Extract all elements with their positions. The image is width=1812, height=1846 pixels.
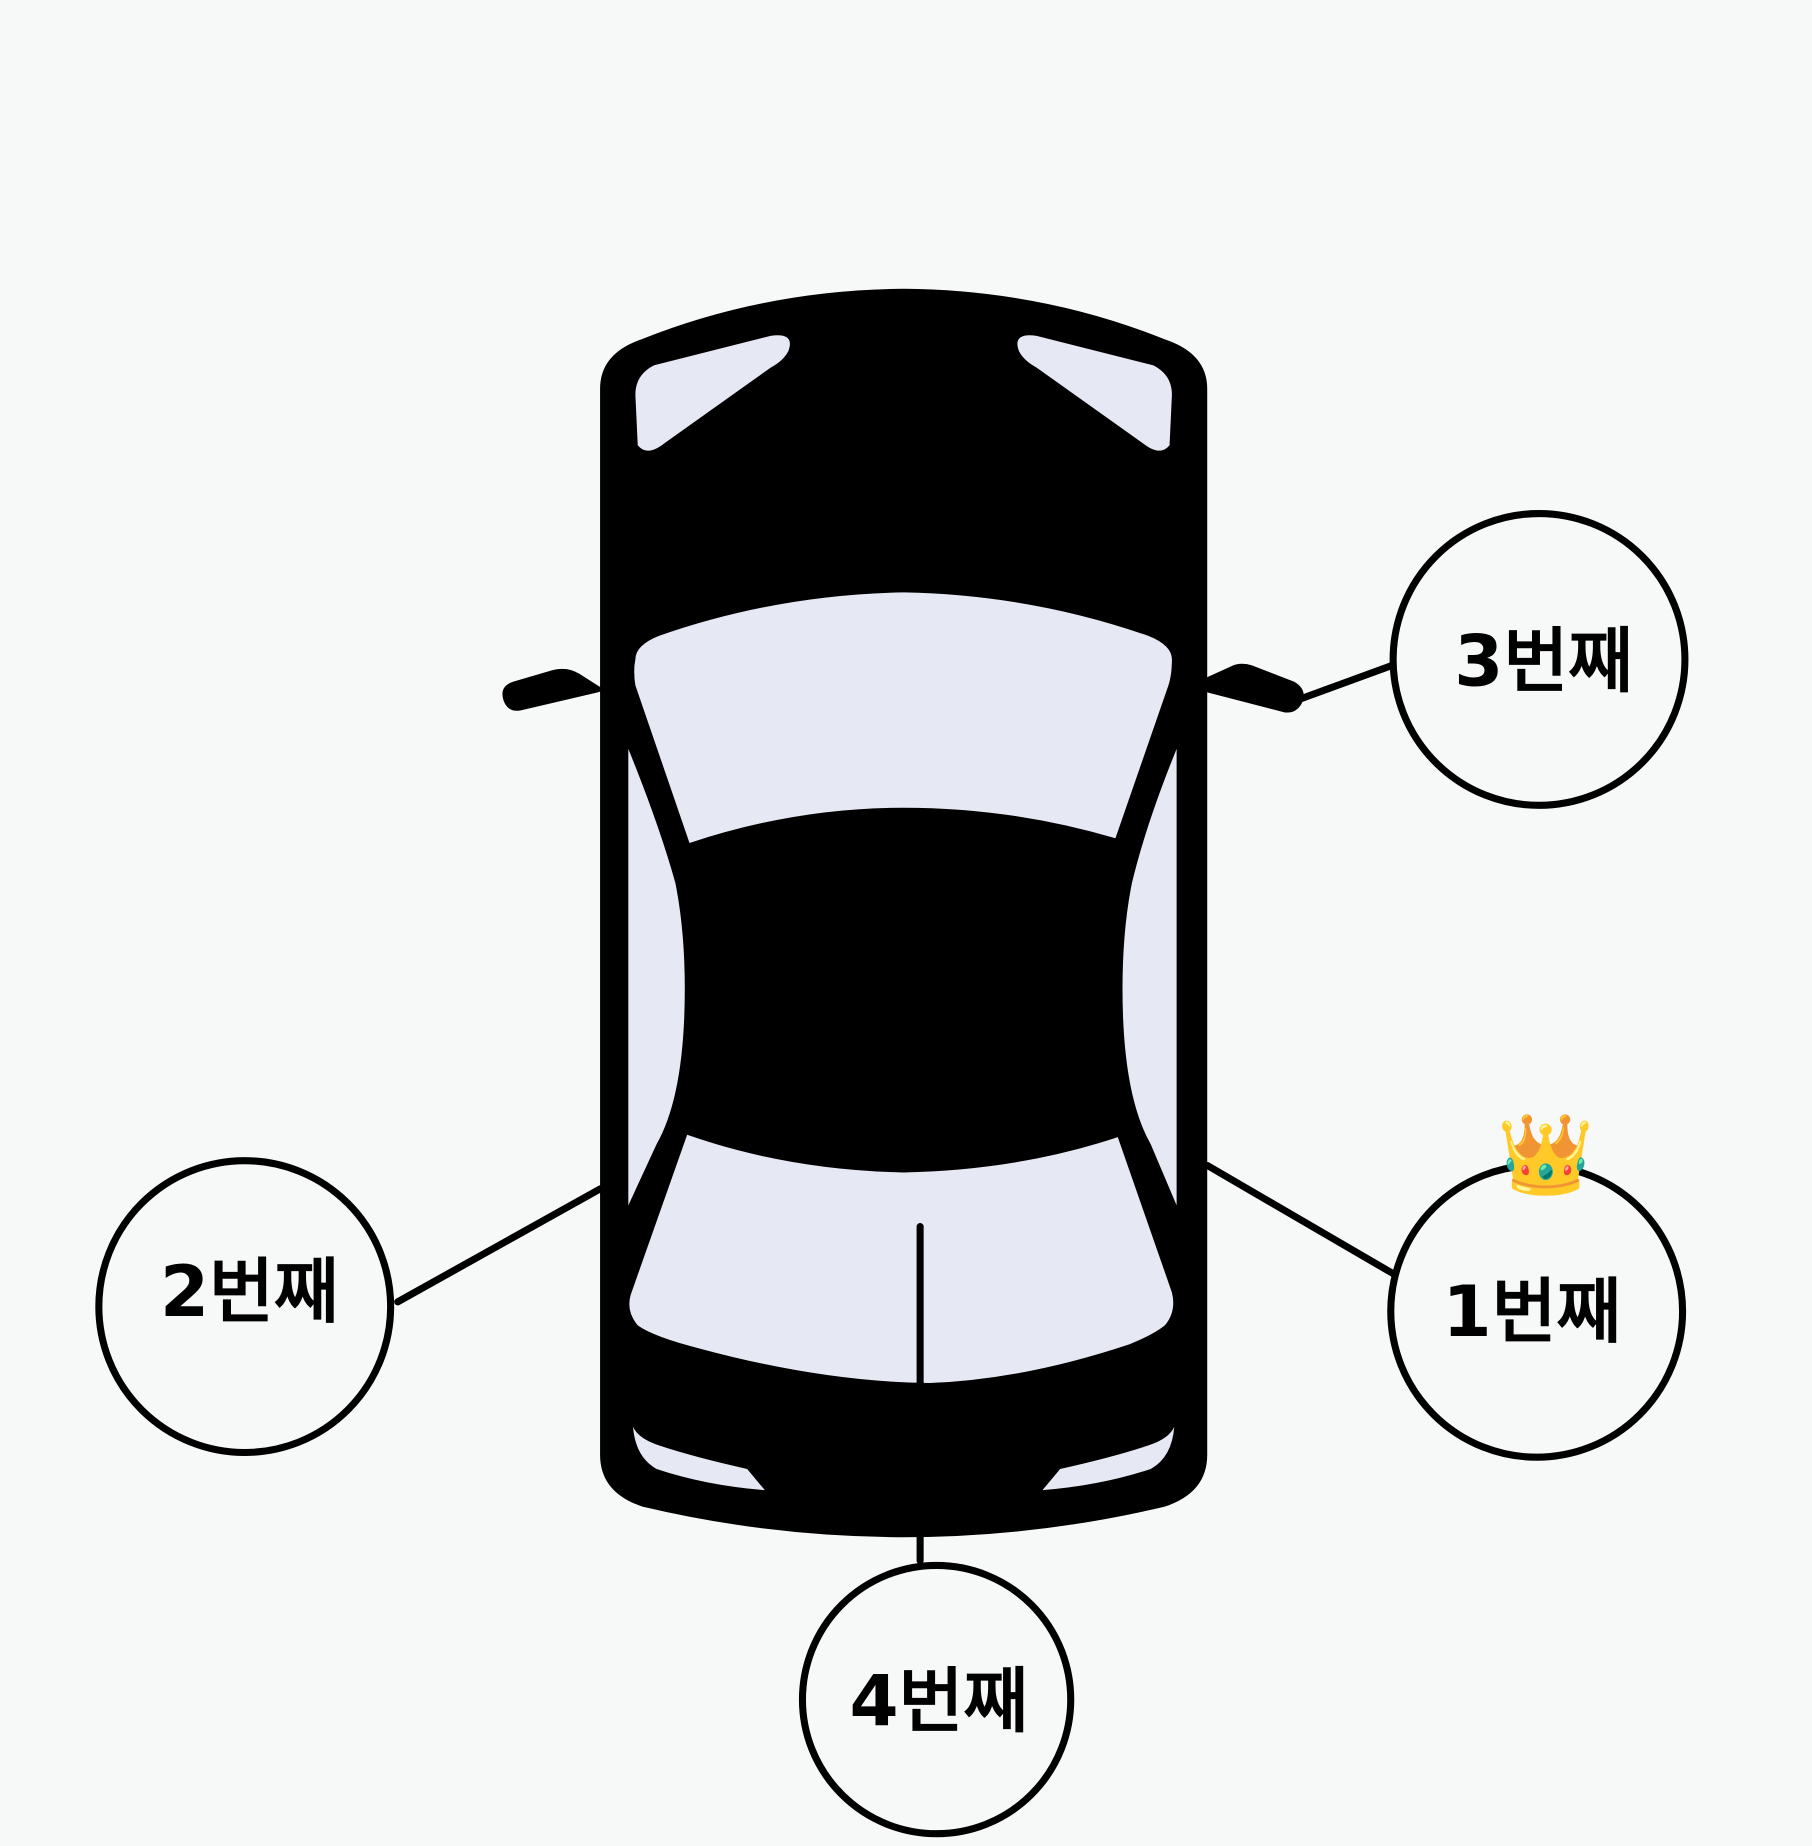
position-label: 2번째 [160, 1250, 339, 1333]
headlight-left [635, 335, 790, 451]
rear-window [629, 1134, 1174, 1384]
position-circle[interactable] [95, 1157, 395, 1457]
position-circle[interactable] [798, 1561, 1075, 1838]
connector-2 [394, 1185, 604, 1306]
position-2[interactable]: 2번째 [95, 1157, 395, 1457]
headlight-right [1017, 335, 1172, 451]
side-window-right [1122, 748, 1177, 1206]
car-icon [502, 288, 1304, 1538]
position-4[interactable]: 4번째 [798, 1561, 1075, 1838]
position-label: 4번째 [849, 1659, 1028, 1742]
position-label: 3번째 [1454, 619, 1633, 702]
right-mirror [1204, 663, 1304, 713]
position-circle[interactable] [1387, 1161, 1687, 1461]
connector-3 [1295, 660, 1400, 703]
taillight-left [633, 1426, 765, 1491]
position-3[interactable]: 3번째 [1389, 510, 1689, 809]
taillight-right [1042, 1426, 1175, 1491]
left-mirror [502, 668, 605, 711]
position-label: 1번째 [1442, 1270, 1621, 1353]
position-1[interactable]: 1번째 [1387, 1161, 1687, 1461]
connector-lines [394, 660, 1400, 1565]
windshield [634, 592, 1172, 843]
connector-1 [1203, 1161, 1397, 1278]
crown-icon: 👑 [1497, 1111, 1595, 1198]
side-window-left [628, 748, 685, 1206]
position-circle[interactable] [1389, 510, 1689, 809]
